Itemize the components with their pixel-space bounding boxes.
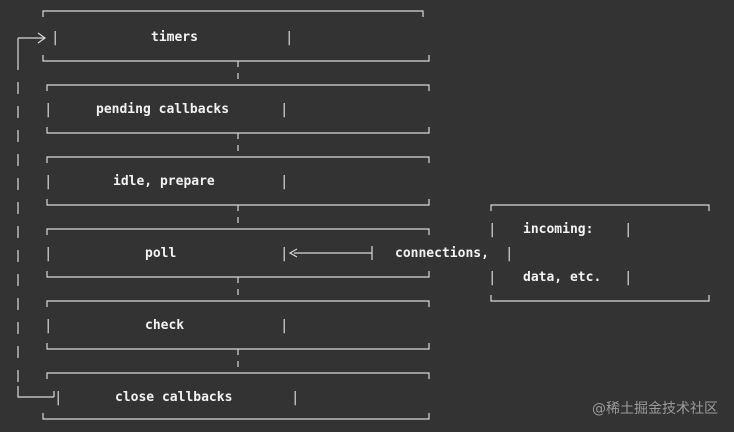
box-pipe: |	[280, 174, 289, 190]
check-box	[46, 300, 430, 350]
box-pipe: |	[505, 246, 514, 262]
box-pipe: |	[624, 222, 633, 238]
timers-box	[42, 10, 430, 62]
box-pipe: |	[44, 246, 53, 262]
watermark: @稀土掘金技术社区	[592, 401, 718, 417]
phase-label-check: check	[145, 318, 185, 333]
phase-label-close-callbacks: close callbacks	[115, 390, 233, 405]
incoming-box	[490, 204, 710, 302]
incoming-label: incoming:	[523, 222, 594, 237]
box-pipe: |	[44, 102, 53, 118]
phase-label-timers: timers	[151, 30, 198, 45]
box-pipe: |	[51, 30, 60, 46]
box-pipe: |	[291, 390, 300, 406]
close-callbacks-box	[42, 372, 430, 420]
box-pipe: |	[280, 102, 289, 118]
box-pipe: |	[285, 30, 294, 46]
loop-back-line	[17, 38, 55, 398]
phase-label-poll: poll	[145, 246, 177, 261]
phase-label-pending-callbacks: pending callbacks	[96, 102, 230, 117]
box-pipe: |	[624, 270, 633, 286]
data-label: data, etc.	[523, 270, 602, 285]
box-pipe: |	[488, 270, 497, 286]
idle-prepare-box	[46, 156, 430, 206]
phase-label-idle-prepare: idle, prepare	[113, 174, 215, 189]
loop-arrow-head	[37, 32, 47, 44]
box-pipe: |	[280, 318, 289, 334]
box-pipe: |	[44, 318, 53, 334]
box-pipe: |	[44, 174, 53, 190]
box-pipe: |	[54, 390, 63, 406]
poll-arrow-head	[288, 248, 298, 258]
connections-label: connections,	[395, 246, 489, 261]
box-pipe: |	[488, 222, 497, 238]
box-pipe: |	[280, 246, 289, 262]
